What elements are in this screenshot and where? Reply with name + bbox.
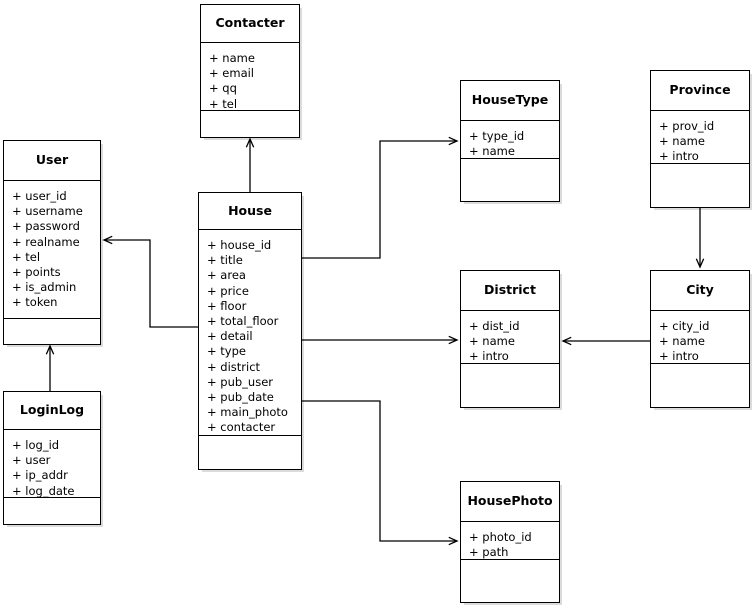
arrowhead-icon bbox=[448, 136, 459, 146]
connector-loginlog-to-user bbox=[45, 344, 55, 391]
uml-attributes-contacter: + name+ email+ qq+ tel bbox=[201, 43, 299, 111]
uml-attribute: + user_id bbox=[12, 189, 67, 203]
uml-attribute: + ip_addr bbox=[12, 468, 68, 483]
uml-methods-district bbox=[461, 364, 559, 407]
uml-class-name-loginlog: LoginLog bbox=[4, 392, 100, 430]
uml-attribute: + name bbox=[469, 334, 515, 349]
uml-attribute: + type bbox=[207, 344, 246, 359]
uml-methods-housephoto bbox=[461, 560, 559, 602]
uml-attribute: + intro bbox=[659, 149, 699, 164]
uml-class-name-house: House bbox=[199, 193, 301, 230]
uml-class-name-contacter: Contacter bbox=[201, 5, 299, 43]
uml-class-name-city: City bbox=[651, 271, 749, 311]
uml-methods-province bbox=[651, 164, 749, 207]
connector-line bbox=[302, 400, 457, 542]
uml-attribute: + intro bbox=[659, 349, 699, 364]
uml-attributes-housetype: + type_id+ name bbox=[461, 121, 559, 159]
uml-attribute: + name bbox=[659, 334, 705, 349]
uml-attribute: + realname bbox=[12, 234, 80, 249]
uml-class-housephoto[interactable]: HousePhoto+ photo_id+ path bbox=[460, 481, 560, 603]
arrowhead-icon bbox=[561, 336, 572, 346]
uml-attribute: + pub_date bbox=[207, 390, 274, 405]
uml-class-loginlog[interactable]: LoginLog+ log_id+ user+ ip_addr+ log_dat… bbox=[3, 391, 101, 525]
uml-attribute: + prov_id bbox=[659, 119, 715, 133]
uml-attribute: + type_id bbox=[469, 129, 525, 143]
uml-attribute: + log_id bbox=[12, 438, 60, 452]
uml-class-city[interactable]: City+ city_id+ name+ intro bbox=[650, 270, 750, 408]
arrowhead-icon bbox=[448, 536, 459, 546]
uml-class-name-province: Province bbox=[651, 71, 749, 111]
uml-attributes-house: + house_id+ title+ area+ price+ floor+ t… bbox=[199, 230, 301, 436]
uml-class-name-housephoto: HousePhoto bbox=[461, 482, 559, 522]
uml-class-house[interactable]: House+ house_id+ title+ area+ price+ flo… bbox=[198, 192, 302, 470]
uml-class-province[interactable]: Province+ prov_id+ name+ intro bbox=[650, 70, 750, 208]
uml-attribute: + contacter bbox=[207, 420, 276, 435]
uml-class-district[interactable]: District+ dist_id+ name+ intro bbox=[460, 270, 560, 408]
uml-attribute: + name bbox=[469, 144, 515, 159]
uml-attributes-loginlog: + log_id+ user+ ip_addr+ log_date bbox=[4, 430, 100, 498]
uml-methods-contacter bbox=[201, 111, 299, 137]
uml-attribute: + dist_id bbox=[469, 319, 520, 333]
connector-province-to-city bbox=[695, 208, 705, 269]
uml-attributes-user: + user_id+ username+ password+ realname+… bbox=[4, 181, 100, 319]
uml-attributes-province: + prov_id+ name+ intro bbox=[651, 111, 749, 164]
uml-attribute: + points bbox=[12, 265, 61, 280]
uml-attributes-district: + dist_id+ name+ intro bbox=[461, 311, 559, 364]
uml-methods-housetype bbox=[461, 159, 559, 201]
uml-attribute: + title bbox=[207, 253, 243, 268]
uml-attribute: + tel bbox=[12, 249, 41, 264]
uml-attribute: + email bbox=[209, 66, 255, 81]
uml-class-user[interactable]: User+ user_id+ username+ password+ realn… bbox=[3, 140, 101, 345]
arrowhead-icon bbox=[448, 335, 459, 345]
connector-house-to-housetype bbox=[302, 136, 459, 259]
uml-attribute: + main_photo bbox=[207, 405, 288, 420]
uml-attribute: + is_admin bbox=[12, 280, 77, 295]
arrowhead-icon bbox=[245, 137, 255, 148]
arrowhead-icon bbox=[102, 235, 113, 245]
uml-class-name-district: District bbox=[461, 271, 559, 311]
uml-attribute: + token bbox=[12, 295, 58, 310]
arrowhead-icon bbox=[695, 258, 705, 269]
uml-class-name-housetype: HouseType bbox=[461, 81, 559, 121]
arrowhead-icon bbox=[45, 344, 55, 355]
uml-attribute: + qq bbox=[209, 81, 237, 96]
uml-attribute: + username bbox=[12, 204, 83, 219]
uml-class-housetype[interactable]: HouseType+ type_id+ name bbox=[460, 80, 560, 202]
uml-class-name-user: User bbox=[4, 141, 100, 181]
connector-line bbox=[302, 140, 457, 259]
connector-house-to-housephoto bbox=[302, 400, 459, 546]
connector-house-to-district bbox=[302, 335, 459, 345]
uml-attribute: + pub_user bbox=[207, 374, 274, 389]
connector-line bbox=[104, 239, 198, 328]
uml-attribute: + area bbox=[207, 268, 246, 283]
uml-attribute: + detail bbox=[207, 329, 253, 344]
uml-attribute: + total_floor bbox=[207, 314, 279, 329]
uml-methods-user bbox=[4, 319, 100, 344]
uml-methods-city bbox=[651, 364, 749, 407]
uml-attribute: + log_date bbox=[12, 483, 75, 498]
uml-methods-loginlog bbox=[4, 498, 100, 524]
uml-attribute: + user bbox=[12, 453, 51, 468]
uml-attribute: + photo_id bbox=[469, 530, 532, 544]
uml-attributes-city: + city_id+ name+ intro bbox=[651, 311, 749, 364]
uml-attribute: + district bbox=[207, 359, 261, 374]
uml-attribute: + name bbox=[659, 134, 705, 149]
uml-attribute: + price bbox=[207, 283, 249, 298]
uml-methods-house bbox=[199, 436, 301, 469]
uml-attribute: + name bbox=[209, 51, 255, 65]
uml-attribute: + house_id bbox=[207, 238, 272, 252]
uml-attribute: + intro bbox=[469, 349, 509, 364]
uml-attribute: + password bbox=[12, 219, 80, 234]
uml-attribute: + floor bbox=[207, 298, 247, 313]
uml-attribute: + path bbox=[469, 545, 509, 560]
uml-attributes-housephoto: + photo_id+ path bbox=[461, 522, 559, 560]
uml-class-contacter[interactable]: Contacter+ name+ email+ qq+ tel bbox=[200, 4, 300, 138]
connector-city-to-district bbox=[561, 336, 650, 346]
connector-house-to-user bbox=[102, 235, 198, 328]
uml-attribute: + city_id bbox=[659, 319, 710, 333]
uml-attribute: + tel bbox=[209, 96, 238, 111]
connector-house-to-contacter bbox=[245, 137, 255, 192]
